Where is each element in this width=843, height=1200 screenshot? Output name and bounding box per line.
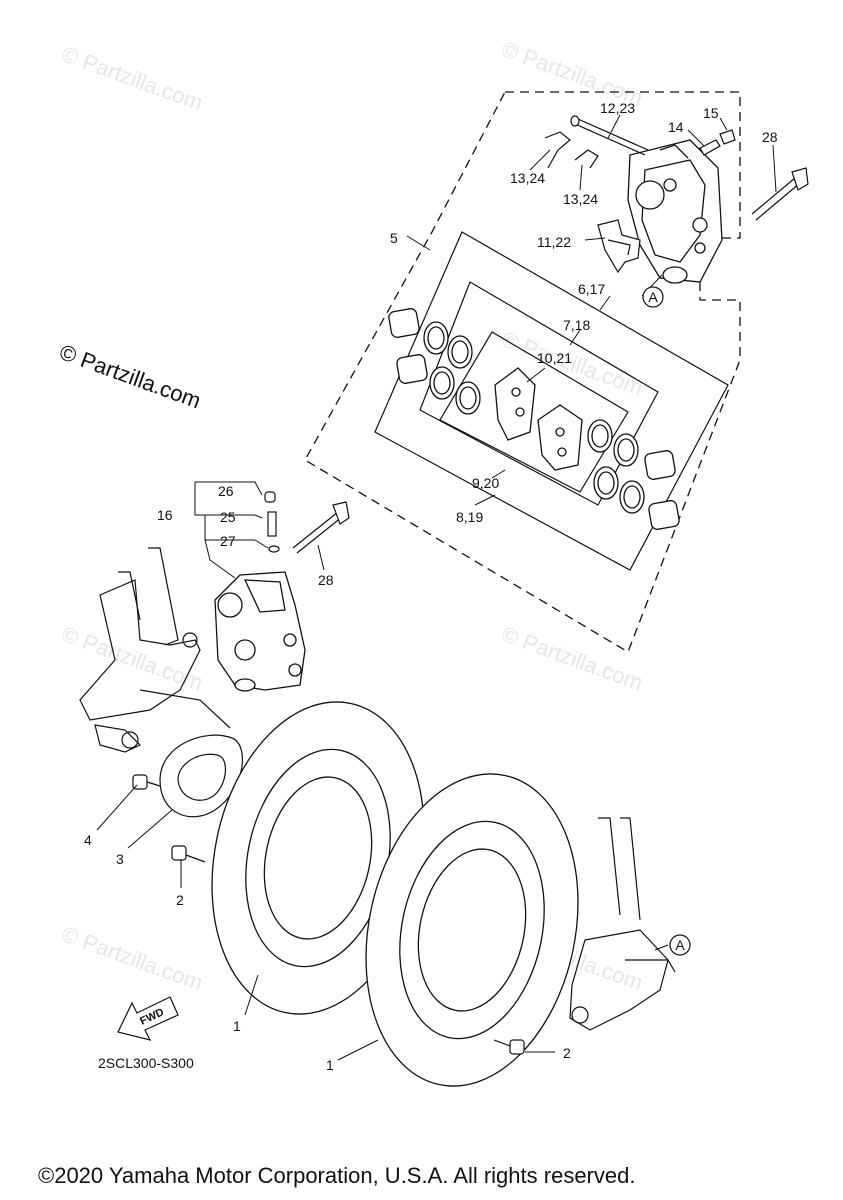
callout-27: 27 xyxy=(220,533,236,549)
ref-marker-a-lower: A xyxy=(669,934,691,956)
callout-26: 26 xyxy=(218,483,234,499)
brake-disc-right xyxy=(365,773,579,1087)
leader-lines xyxy=(96,114,777,1061)
left-fork-leg xyxy=(79,547,231,753)
callout-8-19: 8,19 xyxy=(456,509,483,525)
callout-10-21: 10,21 xyxy=(537,350,572,366)
disc-bolt-lower xyxy=(493,1039,525,1055)
ref-marker-label: A xyxy=(675,937,685,953)
brake-pads xyxy=(494,367,583,471)
callout-labels: 12,23 15 14 28 13,24 13,24 5 11,22 6,17 … xyxy=(84,100,778,1073)
callout-13-24-right: 13,24 xyxy=(563,191,598,207)
callout-13-24-left: 13,24 xyxy=(510,170,545,186)
copyright-footer: ©2020 Yamaha Motor Corporation, U.S.A. A… xyxy=(38,1163,635,1188)
callout-16: 16 xyxy=(157,507,173,523)
pistons-seals-right xyxy=(587,419,680,530)
callout-5: 5 xyxy=(390,230,398,246)
callout-7-18: 7,18 xyxy=(563,317,590,333)
callout-4: 4 xyxy=(84,832,92,848)
right-fork-leg xyxy=(569,817,676,1031)
upper-mount-bolt xyxy=(751,167,809,221)
caliper-pin xyxy=(570,115,649,156)
watermark: © Partzilla.com xyxy=(498,621,646,695)
rear-caliper-assembly xyxy=(627,139,723,284)
hub-bolt-4 xyxy=(132,774,161,790)
watermark-main: © Partzilla.com xyxy=(56,339,204,413)
callout-14: 14 xyxy=(668,119,684,135)
callout-12-23: 12,23 xyxy=(600,100,635,116)
callout-28-lower: 28 xyxy=(318,572,334,588)
upper-bleed-screw xyxy=(699,129,736,156)
callout-2-lower: 2 xyxy=(563,1045,571,1061)
pad-spring xyxy=(597,219,641,274)
callout-6-17: 6,17 xyxy=(578,281,605,297)
ref-marker-a-upper: A xyxy=(642,286,664,308)
watermark: © Partzilla.com xyxy=(58,621,206,695)
callout-3: 3 xyxy=(116,851,124,867)
callout-25: 25 xyxy=(220,509,236,525)
lower-mount-bolt xyxy=(292,501,350,554)
watermark: © Partzilla.com xyxy=(58,921,206,995)
callout-1-right: 1 xyxy=(326,1057,334,1073)
watermark: © Partzilla.com xyxy=(58,41,206,115)
pin-clips xyxy=(544,131,599,169)
disc-bolt-upper xyxy=(171,845,206,863)
callout-1-left: 1 xyxy=(233,1018,241,1034)
speed-sensor-rotor xyxy=(159,734,244,818)
diagram-code: 2SCL300-S300 xyxy=(98,1055,194,1071)
callout-11-22: 11,22 xyxy=(537,234,571,250)
pistons-seals-left xyxy=(388,308,481,415)
caliper-kit-boundary xyxy=(304,91,741,653)
ref-marker-label: A xyxy=(648,289,658,305)
callout-9-20: 9,20 xyxy=(472,475,499,491)
callout-15: 15 xyxy=(703,105,719,121)
callout-2-upper: 2 xyxy=(176,892,184,908)
front-caliper xyxy=(214,571,306,692)
callout-28-upper: 28 xyxy=(762,129,778,145)
fwd-arrow: FWD xyxy=(117,996,179,1041)
lower-bleed-screw xyxy=(264,491,280,553)
